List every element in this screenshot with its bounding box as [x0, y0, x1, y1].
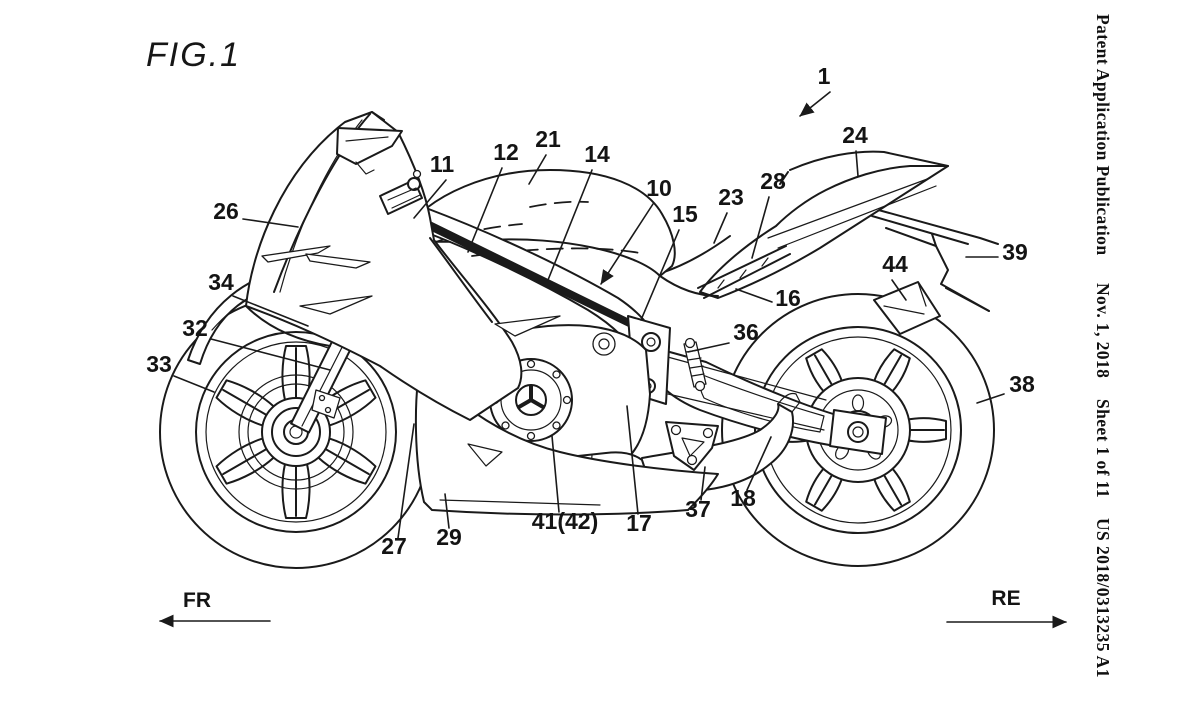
- leader-line-38: [976, 393, 1005, 404]
- header-publication: Patent Application Publication: [1093, 14, 1113, 256]
- leader-line-15: [640, 229, 680, 321]
- ref-number-21: 21: [535, 126, 561, 152]
- ref-number-26: 26: [213, 198, 239, 224]
- ref-number-34: 34: [208, 269, 234, 295]
- figure-title: FIG.1: [146, 36, 242, 74]
- leader-line-34: [232, 295, 309, 327]
- header-doc-number: US 2018/0313235 A1: [1093, 518, 1113, 678]
- lower-cowl: [414, 365, 719, 516]
- rear-hugger: [873, 281, 941, 335]
- leader-line-36: [687, 342, 730, 353]
- direction-indicators: FR RE: [159, 587, 1067, 629]
- leader-line-26: [242, 218, 299, 228]
- ref-number-18: 18: [730, 485, 756, 511]
- ref-number-10: 10: [646, 175, 672, 201]
- ref-number-41(42): 41(42): [532, 508, 598, 534]
- leader-line-11: [413, 179, 447, 219]
- leader-line-28: [751, 196, 770, 259]
- ref-number-14: 14: [584, 141, 610, 167]
- leader-line-18: [746, 436, 772, 491]
- ref-number-39: 39: [1002, 239, 1028, 265]
- ref-number-33: 33: [146, 351, 172, 377]
- ref-number-44: 44: [882, 251, 908, 277]
- ref-number-24: 24: [842, 122, 868, 148]
- rear-direction-label: RE: [991, 587, 1020, 610]
- leader-line-10: [600, 203, 654, 285]
- ref-number-15: 15: [672, 201, 698, 227]
- leader-line-21: [528, 154, 547, 185]
- rear-shock-linkage: [683, 337, 707, 392]
- ref-number-29: 29: [436, 524, 462, 550]
- ref-number-27: 27: [381, 533, 407, 559]
- ref-number-23: 23: [718, 184, 744, 210]
- header-date: Nov. 1, 2018: [1093, 283, 1113, 379]
- leader-line-24: [855, 150, 859, 177]
- leader-line-27: [397, 423, 415, 539]
- ref-number-36: 36: [733, 319, 759, 345]
- leader-line-23: [713, 212, 728, 244]
- leader-line-37: [700, 466, 706, 501]
- leader-line-29: [444, 493, 450, 529]
- leader-line-17: [626, 405, 639, 515]
- header-sheet: Sheet 1 of 11: [1093, 399, 1113, 499]
- leader-line-16: [735, 288, 773, 303]
- ref-number-1: 1: [818, 63, 831, 89]
- leader-line-32: [210, 338, 331, 371]
- front-fairing: [245, 111, 561, 421]
- ref-number-17: 17: [626, 510, 652, 536]
- mirror: [336, 127, 403, 175]
- rear-fender-stay: [863, 205, 999, 312]
- leader-line-1: [799, 91, 831, 117]
- page-header: Patent Application Publication Nov. 1, 2…: [1092, 0, 1122, 701]
- leader-line-33: [173, 375, 215, 393]
- leader-line-12: [467, 167, 503, 253]
- leader-line-14: [547, 169, 593, 281]
- ref-number-28: 28: [760, 168, 786, 194]
- ref-number-38: 38: [1009, 371, 1035, 397]
- footpeg-bracket: [665, 421, 719, 471]
- ref-number-12: 12: [493, 139, 519, 165]
- ref-number-32: 32: [182, 315, 208, 341]
- ref-number-37: 37: [685, 496, 711, 522]
- steering-damper: [379, 169, 423, 215]
- leader-line-41(42): [551, 435, 560, 513]
- subframe: [697, 245, 791, 299]
- ref-number-11: 11: [430, 151, 455, 177]
- ref-number-16: 16: [775, 285, 801, 311]
- front-direction-label: FR: [183, 589, 211, 612]
- leader-line-44: [891, 279, 907, 301]
